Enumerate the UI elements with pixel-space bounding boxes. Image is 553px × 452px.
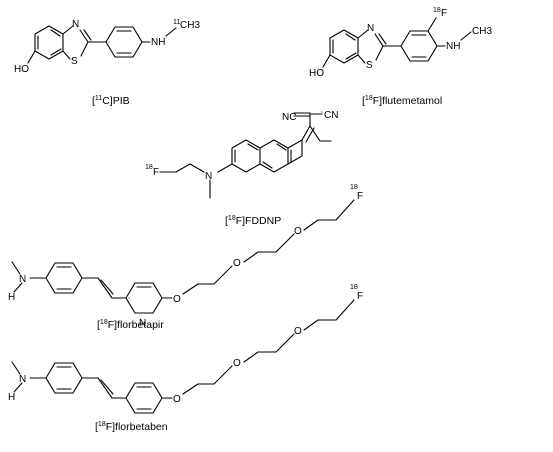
florbetapir-structure: N H N O O O 18 F [18F]florbetapir — [8, 184, 363, 331]
pib-structure: N S HO NH 11 CH3 [11C]PIB — [14, 19, 200, 107]
florbetapir-name-label: [18F]florbetapir — [97, 319, 164, 331]
fddnp-f-isotope: 18 — [145, 164, 153, 171]
flutemetamol-s-atom: S — [366, 60, 373, 71]
florbetapir-n-amine: N — [19, 274, 26, 285]
florbetaben-o3-atom: O — [294, 326, 302, 337]
pib-ho-group: HO — [14, 64, 29, 75]
fddnp-name-label: [18F]FDDNP — [225, 215, 281, 227]
flutemetamol-name-label: [18F]flutemetamol — [362, 95, 442, 107]
pib-name-label: [11C]PIB — [92, 95, 130, 107]
flutemetamol-nh-group: NH — [446, 41, 460, 52]
fddnp-nc-group: NC — [282, 112, 296, 123]
flutemetamol-ho-group: HO — [309, 68, 324, 79]
florbetaben-o1-atom: O — [173, 394, 181, 405]
florbetaben-name-label: [18F]florbetaben — [95, 421, 168, 433]
fddnp-cn-group: CN — [324, 110, 338, 121]
fddnp-f-atom: F — [153, 167, 159, 178]
florbetaben-f-atom: F — [357, 291, 363, 302]
flutemetamol-f-isotope: 18 — [433, 7, 441, 14]
pib-nh-group: NH — [151, 37, 165, 48]
fddnp-structure: NC CN 18 F N [18F]FDDNP — [145, 110, 338, 227]
florbetapir-f-atom: F — [357, 191, 363, 202]
pib-isotope-label: 11 — [173, 19, 180, 26]
flutemetamol-n-atom: N — [367, 23, 374, 34]
florbetapir-h-atom: H — [8, 292, 15, 303]
flutemetamol-ch3-group: CH3 — [472, 26, 492, 37]
florbetapir-o1-atom: O — [173, 294, 181, 305]
pib-n-atom: N — [72, 19, 79, 30]
pib-ch3-group: CH3 — [180, 20, 200, 31]
flutemetamol-f-atom: F — [441, 8, 447, 19]
fddnp-n-atom: N — [205, 171, 212, 182]
florbetaben-h-atom: H — [8, 392, 15, 403]
florbetaben-f-isotope: 18 — [350, 284, 358, 291]
florbetapir-pyridine-n: N — [139, 318, 146, 329]
florbetaben-o2-atom: O — [233, 358, 241, 369]
flutemetamol-structure: N S HO 18 F NH CH3 [18F]flutemetamol — [309, 7, 492, 107]
florbetapir-o3-atom: O — [294, 226, 302, 237]
florbetapir-o2-atom: O — [233, 258, 241, 269]
pib-s-atom: S — [71, 56, 78, 67]
florbetapir-f-isotope: 18 — [350, 184, 358, 191]
florbetaben-n-amine: N — [19, 374, 26, 385]
florbetaben-structure: N H O O O 18 F [18F]florbetaben — [8, 284, 363, 433]
